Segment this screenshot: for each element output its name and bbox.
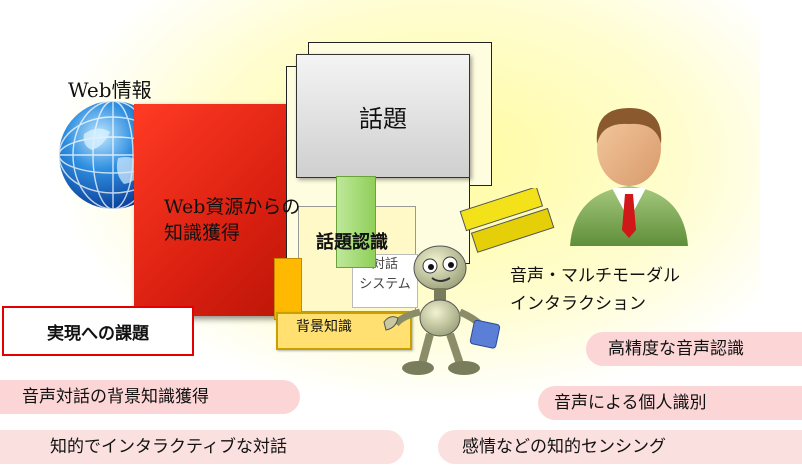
dialogue-system-line1: 対話: [371, 257, 398, 272]
topic-recognition-label: 話題認識: [316, 232, 388, 253]
speech-multimodal-line1: 音声・マルチモーダル: [510, 266, 680, 286]
dialogue-system-box: 対話 システム: [352, 254, 418, 308]
speech-multimodal-line2: インタラクション: [510, 294, 646, 314]
dialogue-system-line2: システム: [359, 277, 411, 292]
challenge-item: 感情などの知的センシング: [438, 430, 802, 464]
orange-tab: [274, 258, 302, 320]
challenge-item: 高精度な音声認識: [586, 332, 802, 366]
speech-blocks-icon: [459, 188, 555, 253]
web-acquisition-line2: 知識獲得: [164, 222, 241, 244]
web-info-label: Web情報: [68, 78, 152, 102]
topic-recognition-bar: [336, 176, 376, 268]
challenge-item: 音声対話の背景知識獲得: [0, 380, 300, 414]
challenge-item: 知的でインタラクティブな対話: [0, 430, 404, 464]
robot-icon: [383, 245, 501, 375]
background-knowledge-label: 背景知識: [296, 319, 352, 335]
web-acquisition-line1: Web資源からの: [164, 196, 301, 218]
challenges-title: 実現への課題: [2, 306, 194, 356]
speech-multimodal-label: 音声・マルチモーダル インタラクション: [510, 262, 680, 318]
topic-box: 話題: [296, 54, 470, 178]
person-icon: [570, 108, 688, 246]
web-acquisition-label: Web資源からの 知識獲得: [164, 194, 300, 246]
challenge-item: 音声による個人識別: [538, 386, 802, 420]
